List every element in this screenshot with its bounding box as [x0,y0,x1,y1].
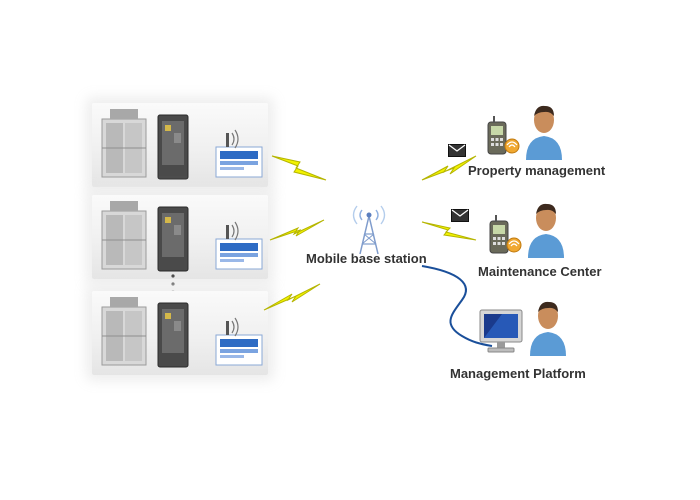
property-management-label: Property management [468,163,606,178]
elevator-car-icon [101,201,147,270]
network-cable-icon [421,265,493,347]
lightning-bolt-icon [421,155,477,181]
computer-monitor-icon [479,309,523,353]
lightning-bolt-icon [271,155,327,181]
elevator-car-icon [101,297,147,366]
gsm-terminal-icon [215,317,263,366]
elevator-car-icon [101,109,147,178]
control-cabinet-icon [157,206,189,272]
control-cabinet-icon [157,302,189,368]
elevator-site [92,103,268,187]
control-cabinet-icon [157,114,189,180]
cell-tower-icon [352,205,386,255]
sms-envelope-icon [451,209,469,222]
maintenance-center-label: Maintenance Center [478,264,602,279]
lightning-bolt-icon [421,221,477,241]
lightning-bolt-icon [269,219,325,241]
management-platform-label: Management Platform [450,366,586,381]
person-icon [530,301,566,356]
mobile-phone-icon [487,116,520,155]
lightning-bolt-icon [263,283,321,311]
elevator-site [92,291,268,375]
base-station-label: Mobile base station [306,251,427,266]
mobile-phone-icon [489,215,522,254]
gsm-terminal-icon [215,221,263,270]
sms-envelope-icon [448,144,466,157]
person-icon [526,105,562,160]
elevator-site [92,195,268,279]
person-icon [528,203,564,258]
gsm-terminal-icon [215,129,263,178]
